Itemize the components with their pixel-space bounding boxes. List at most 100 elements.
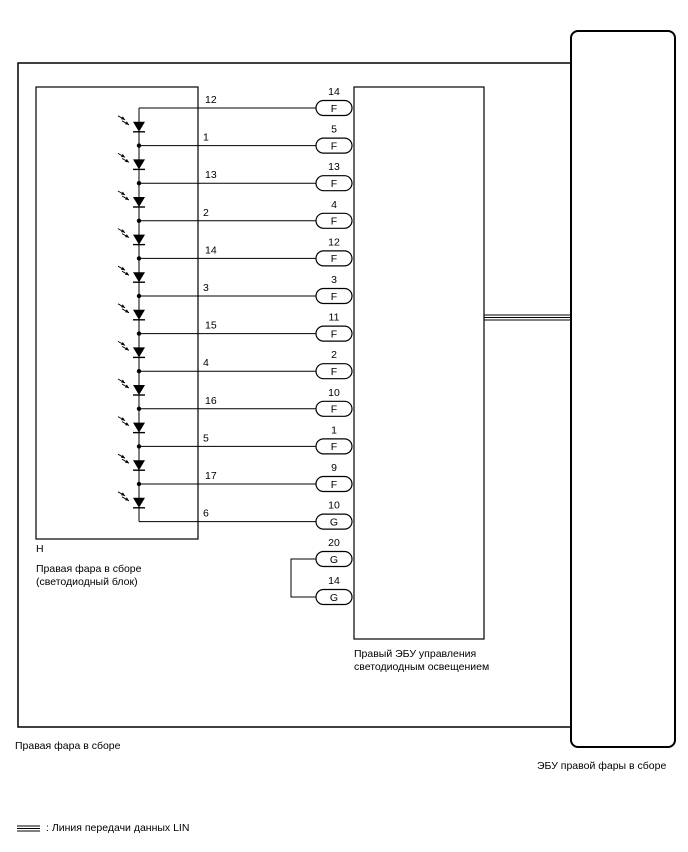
- controller-pin-5-text: F: [331, 253, 337, 265]
- controller-pin-7-text: F: [331, 328, 337, 340]
- jumper-pin-2: [315, 588, 353, 606]
- headlamp-ecu-label: ЭБУ правой фары в сборе: [537, 760, 667, 772]
- controller-pin-1-text: F: [331, 103, 337, 115]
- led-light-arrowhead-3-2: [125, 196, 129, 200]
- junction-dot-10: [136, 444, 142, 449]
- controller-pin-number-7: 11: [329, 312, 340, 324]
- led-pin-number-6: 3: [203, 282, 209, 294]
- controller-pin-4-text: F: [331, 216, 337, 228]
- junction-dot-11: [136, 481, 142, 487]
- controller-pin-number-10: 1: [331, 424, 337, 436]
- controller-pin-2: [315, 137, 353, 154]
- led-light-arrowhead-4-1: [121, 229, 125, 233]
- lin-legend-text: : Линия передачи данных LIN: [46, 822, 190, 834]
- led-diode-11: [133, 497, 145, 508]
- led-diode-1: [133, 121, 145, 132]
- controller-pin-8: [315, 363, 353, 380]
- led-diode-8: [133, 385, 145, 395]
- led-light-arrowhead-11-1: [121, 492, 125, 496]
- controller-pin-7: [315, 325, 353, 342]
- controller-pin-1: [315, 99, 353, 117]
- led-light-arrowhead-7-1: [121, 341, 125, 346]
- led-light-arrowhead-5-1: [121, 266, 125, 271]
- led-pin-number-5: 14: [205, 244, 217, 256]
- controller-pin-10-text: F: [331, 441, 337, 453]
- junction-dot-2: [136, 143, 142, 148]
- led-pin-number-9: 16: [205, 395, 217, 407]
- led-diode-4: [133, 234, 145, 245]
- controller-pin-5: [315, 250, 353, 267]
- led-controller-box: [353, 86, 485, 640]
- jumper-pin-2-text: G: [330, 592, 338, 604]
- controller-pin-number-11: 9: [331, 462, 337, 474]
- jumper-pin-number-2: 14: [328, 575, 340, 587]
- lin-legend-symbol: [17, 825, 40, 832]
- led-light-arrowhead-10-2: [125, 459, 129, 464]
- led-block-box: [35, 86, 199, 540]
- headlamp-ecu-box: [570, 30, 676, 748]
- jumper-pin-1: [315, 550, 353, 568]
- controller-pin-number-1: 14: [328, 86, 340, 98]
- controller-pin-3: [315, 175, 353, 192]
- junction-dot-9: [136, 406, 142, 411]
- controller-pin-6: [315, 287, 353, 305]
- controller-pin-12-text: G: [330, 516, 338, 528]
- led-light-arrowhead-1-1: [121, 116, 125, 120]
- led-diode-10: [133, 460, 145, 471]
- led-light-arrowhead-9-1: [121, 417, 125, 421]
- controller-pin-8-text: F: [331, 366, 337, 378]
- led-pin-number-11: 17: [205, 470, 217, 482]
- led-diode-9: [133, 422, 145, 433]
- led-light-arrowhead-2-2: [125, 158, 129, 163]
- led-diode-6: [133, 309, 145, 320]
- headlamp-assembly-frame: [17, 62, 573, 728]
- controller-pin-11: [315, 475, 353, 493]
- controller-pin-number-9: 10: [328, 387, 340, 399]
- junction-dot-4: [136, 218, 142, 223]
- jumper-wire: [290, 558, 316, 598]
- led-pin-number-3: 13: [205, 169, 217, 181]
- led-light-arrowhead-6-2: [125, 309, 129, 313]
- led-diode-2: [133, 159, 145, 170]
- junction-dot-6: [136, 293, 142, 299]
- controller-pin-number-5: 12: [328, 236, 340, 248]
- jumper-pin-number-1: 20: [328, 537, 340, 549]
- junction-dot-5: [136, 256, 142, 261]
- controller-pin-4: [315, 212, 353, 229]
- led-diode-7: [133, 347, 145, 358]
- led-controller-title-line2: светодиодным освещением: [354, 661, 490, 673]
- junction-dot-7: [136, 331, 142, 336]
- led-light-arrowhead-6-1: [121, 304, 125, 308]
- led-block-connector-label: H: [36, 543, 44, 555]
- led-light-arrowhead-3-1: [121, 191, 125, 195]
- controller-pin-number-8: 2: [331, 349, 337, 361]
- controller-pin-number-12: 10: [328, 500, 340, 512]
- led-pin-number-4: 2: [203, 207, 209, 219]
- led-pin-number-7: 15: [205, 320, 217, 332]
- led-pin-number-1: 12: [205, 94, 217, 106]
- led-light-arrowhead-11-2: [125, 497, 129, 501]
- led-light-arrowhead-8-1: [121, 379, 125, 383]
- controller-pin-number-2: 5: [331, 124, 337, 136]
- headlamp-assembly-label: Правая фара в сборе: [15, 740, 121, 752]
- controller-pin-6-text: F: [331, 291, 337, 303]
- junction-dot-3: [136, 181, 142, 186]
- led-block-title-line1: Правая фара в сборе: [36, 563, 142, 575]
- controller-pin-10: [315, 438, 353, 455]
- controller-pin-11-text: F: [331, 479, 337, 491]
- led-pin-number-2: 1: [203, 132, 209, 144]
- led-light-arrowhead-10-1: [121, 454, 125, 459]
- controller-pin-2-text: F: [331, 140, 337, 152]
- led-light-arrowhead-7-2: [125, 346, 129, 351]
- controller-pin-3-text: F: [331, 178, 337, 190]
- controller-pin-number-3: 13: [328, 161, 340, 173]
- led-light-arrowhead-2-1: [121, 153, 125, 158]
- led-diode-3: [133, 197, 145, 207]
- led-light-arrowhead-9-2: [125, 422, 129, 426]
- controller-pin-9-text: F: [331, 404, 337, 416]
- led-pin-number-8: 4: [203, 357, 209, 369]
- led-light-arrowhead-4-2: [125, 234, 129, 238]
- led-pin-number-12: 6: [203, 508, 209, 520]
- controller-pin-9: [315, 400, 353, 417]
